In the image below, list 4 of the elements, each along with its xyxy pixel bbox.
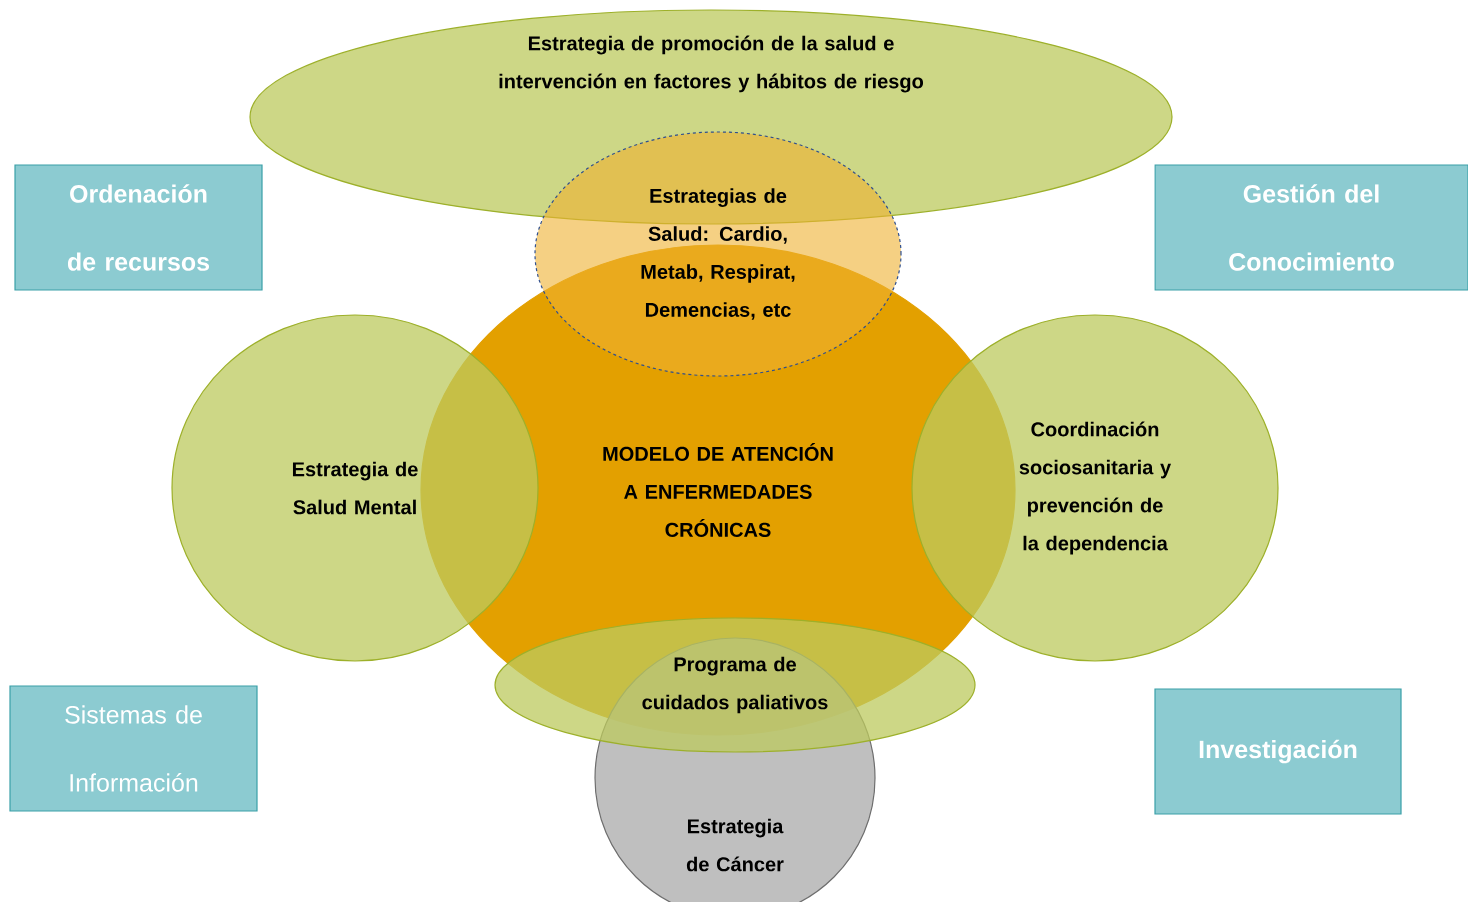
label-box: Gestión del Conocimiento [1154, 164, 1468, 291]
label-box: Ordenación de recursos [14, 164, 263, 291]
label-box: Investigación [1154, 688, 1402, 815]
label-box: Sistemas de Información [9, 685, 258, 812]
